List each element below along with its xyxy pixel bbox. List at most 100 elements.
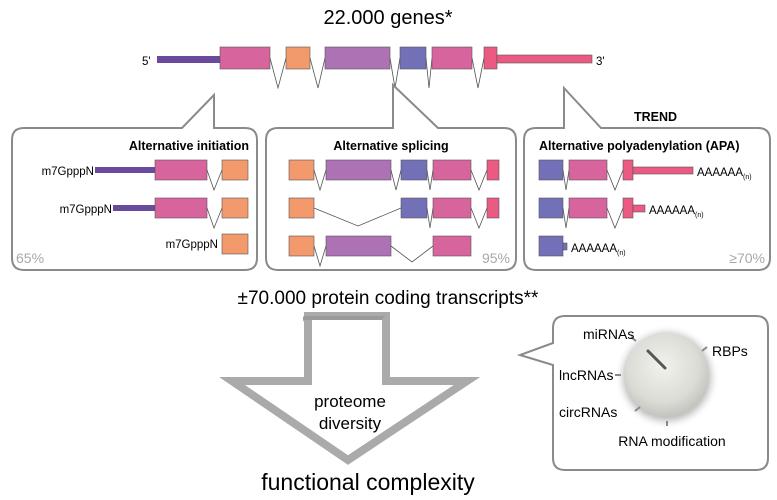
exon	[288, 235, 315, 257]
initiation-transcript-3: m7GpppN	[166, 233, 249, 255]
exon	[221, 197, 249, 219]
apa-transcript-3: AAAAAA(n)	[538, 235, 626, 257]
polya-tail-label: AAAAAA(n)	[697, 167, 752, 181]
splicing-transcript-2	[288, 197, 500, 230]
panel-polyadenylation-title: Alternative polyadenylation (APA)	[539, 139, 740, 153]
exon	[154, 197, 208, 219]
utr-segment	[113, 205, 155, 211]
cap-label: m7GpppN	[42, 166, 94, 178]
five-prime-label: 5'	[142, 56, 151, 68]
exon	[538, 235, 564, 257]
initiation-transcript-1: m7GpppN	[42, 159, 249, 192]
cap-label: m7GpppN	[166, 239, 218, 251]
arrow-text-line-2: diversity	[319, 414, 382, 433]
exon	[400, 159, 428, 181]
intron	[606, 169, 624, 192]
utr-segment	[632, 166, 694, 175]
exon	[538, 197, 564, 219]
gene-exon	[219, 46, 271, 70]
exon	[325, 235, 392, 257]
intron	[606, 207, 624, 230]
panel-initiation-title: Alternative initiation	[129, 139, 249, 153]
apa-transcript-2: AAAAAA(n)	[538, 197, 704, 230]
knob-pointer	[646, 349, 667, 370]
exon	[432, 159, 472, 181]
exon	[538, 159, 564, 181]
intron	[313, 207, 402, 227]
regulator-lncrnas: lncRNAs	[559, 367, 613, 383]
intron	[470, 207, 488, 230]
regulator-rbps: RBPs	[712, 343, 748, 359]
exon	[568, 197, 608, 219]
regulation-knob	[615, 333, 711, 426]
polya-tail-label: AAAAAA(n)	[649, 205, 704, 219]
exon	[288, 197, 315, 219]
apa-transcript-1: AAAAAA(n)	[538, 159, 752, 192]
intron	[426, 169, 434, 191]
page-title: 22.000 genes*	[323, 7, 452, 29]
panel-splicing-title: Alternative splicing	[333, 139, 448, 153]
gene-intron	[269, 57, 287, 90]
gene-3utr	[496, 54, 593, 64]
downward-arrow	[219, 312, 481, 465]
exon	[325, 159, 392, 181]
utr-segment	[95, 167, 155, 173]
knob-tick	[630, 336, 637, 342]
exon	[432, 235, 472, 257]
exon	[622, 159, 634, 181]
intron	[390, 245, 434, 263]
intron	[313, 169, 327, 192]
exon	[432, 197, 472, 219]
knob-dial	[625, 333, 709, 417]
initiation-percent: 65%	[16, 250, 44, 266]
knob-tick	[701, 346, 708, 352]
gene-exon	[399, 46, 427, 70]
gene-intron	[389, 57, 401, 89]
gene-intron	[425, 57, 433, 89]
splicing-percent: 95%	[482, 250, 510, 266]
exon	[486, 159, 500, 181]
exon	[486, 197, 500, 219]
splicing-transcript-3	[288, 235, 472, 268]
polyadenylation-percent: ≥70%	[729, 250, 765, 266]
exon	[154, 159, 208, 181]
result-label: functional complexity	[261, 469, 475, 495]
arrow-text-line-1: proteome	[314, 392, 386, 411]
initiation-transcript-2: m7GpppN	[60, 197, 249, 230]
trend-label: TREND	[634, 110, 677, 124]
exon	[400, 197, 428, 219]
utr-segment	[562, 242, 568, 251]
regulator-mirnas: miRNAs	[583, 326, 634, 342]
gene-model: 5' 3'	[142, 46, 605, 90]
intron	[206, 207, 223, 230]
gene-5utr	[157, 56, 220, 63]
regulator-circrnas: circRNAs	[559, 404, 617, 420]
intron	[426, 207, 434, 229]
exon	[221, 159, 249, 181]
gene-intron	[309, 57, 326, 89]
exon	[288, 159, 315, 181]
intron	[470, 169, 488, 192]
regulator-rna-modification: RNA modification	[618, 433, 725, 449]
gene-exon	[483, 46, 498, 70]
panel-initiation	[11, 92, 258, 271]
exon	[568, 159, 608, 181]
gene-exon	[431, 46, 473, 70]
three-prime-label: 3'	[596, 56, 605, 68]
utr-segment	[632, 204, 646, 213]
splicing-transcript-1	[288, 159, 500, 192]
transcripts-label: ±70.000 protein coding transcripts**	[238, 288, 539, 309]
intron	[390, 169, 402, 191]
intron	[206, 169, 223, 192]
exon	[221, 233, 249, 255]
exon	[622, 197, 634, 219]
gene-intron	[471, 57, 485, 89]
panel-polyadenylation	[523, 85, 771, 271]
knob-tick	[634, 406, 641, 412]
intron	[562, 207, 570, 229]
gene-exon	[285, 46, 311, 70]
cap-label: m7GpppN	[60, 204, 112, 216]
intron	[562, 169, 570, 191]
intron	[313, 245, 327, 268]
